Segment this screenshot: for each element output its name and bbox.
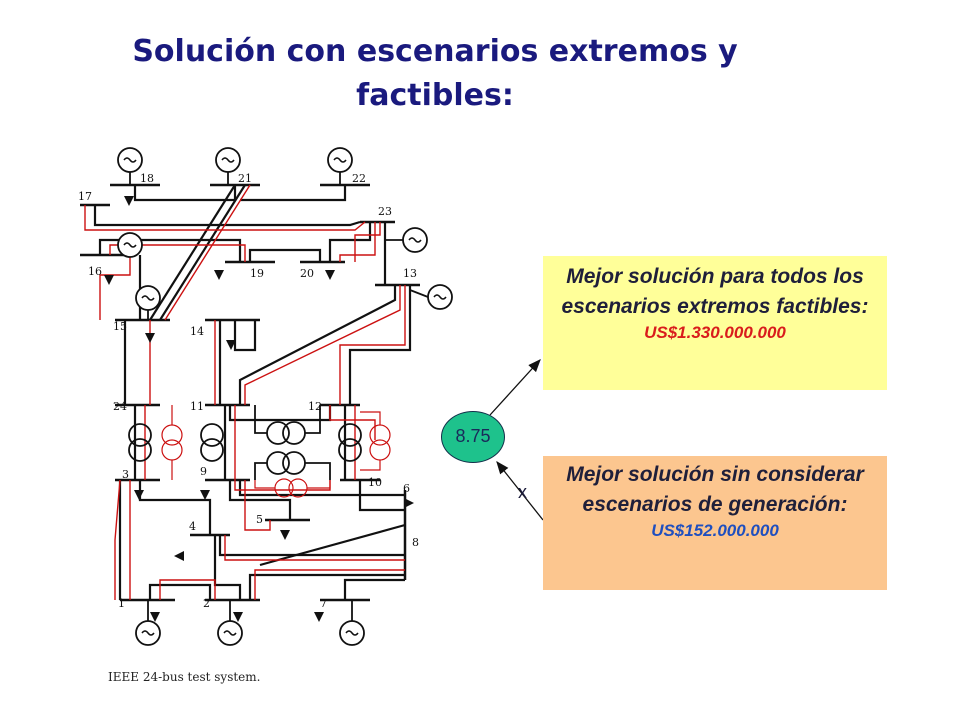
bus-label-20: 20 <box>300 267 314 280</box>
bus-label-14: 14 <box>190 325 204 338</box>
feasible-scenarios-cost: US$1.330.000.000 <box>644 323 786 342</box>
page-title: Solución con escenarios extremos y facti… <box>0 30 870 118</box>
feasible-scenarios-box: Mejor solución para todos los escenarios… <box>543 256 887 390</box>
bus-label-12: 12 <box>308 400 322 413</box>
generator-tildes <box>123 157 447 636</box>
bus-label-1: 1 <box>118 597 125 610</box>
no-generation-box: Mejor solución sin considerar escenarios… <box>543 456 887 590</box>
bus-label-4: 4 <box>189 520 196 533</box>
bus-label-24: 24 <box>113 400 127 413</box>
bus-label-21: 21 <box>238 172 252 185</box>
bus-label-18: 18 <box>140 172 154 185</box>
bus-label-19: 19 <box>250 267 264 280</box>
bus-label-7: 7 <box>320 597 327 610</box>
bus-label-16: 16 <box>88 265 102 278</box>
arrow-to-feasible-box <box>489 359 541 416</box>
bus-numbers: 18 21 22 17 23 16 19 20 13 15 14 24 11 1… <box>78 172 419 610</box>
no-generation-cost: US$152.000.000 <box>651 521 779 540</box>
bus-label-2: 2 <box>203 597 210 610</box>
bus-label-5: 5 <box>256 513 263 526</box>
bus-label-15: 15 <box>113 320 127 333</box>
bus-label-13: 13 <box>403 267 417 280</box>
title-line-2: factibles: <box>356 78 514 113</box>
bus-label-3: 3 <box>122 468 129 481</box>
bus-label-9: 9 <box>200 465 207 478</box>
expansion-transformers <box>161 405 391 498</box>
transformers <box>128 405 362 480</box>
load-arrows <box>104 196 414 622</box>
bus-label-17: 17 <box>78 190 92 203</box>
title-line-1: Solución con escenarios extremos y <box>132 34 738 69</box>
bus-label-6: 6 <box>403 482 410 495</box>
diagram-caption: IEEE 24-bus test system. <box>108 670 261 684</box>
expansion-lines <box>84 184 406 600</box>
generators <box>117 147 453 646</box>
bus-label-10: 10 <box>368 476 382 489</box>
ieee-24-bus-diagram: 18 21 22 17 23 16 19 20 13 15 14 24 11 1… <box>78 147 453 646</box>
bus-label-11: 11 <box>190 400 204 413</box>
bus-label-8: 8 <box>412 536 419 549</box>
x-mark: x <box>518 482 527 502</box>
no-generation-text: Mejor solución sin considerar escenarios… <box>566 463 864 516</box>
bus-label-22: 22 <box>352 172 366 185</box>
result-node: 8.75 <box>441 411 505 463</box>
feasible-scenarios-text: Mejor solución para todos los escenarios… <box>561 265 869 318</box>
bus-label-23: 23 <box>378 205 392 218</box>
